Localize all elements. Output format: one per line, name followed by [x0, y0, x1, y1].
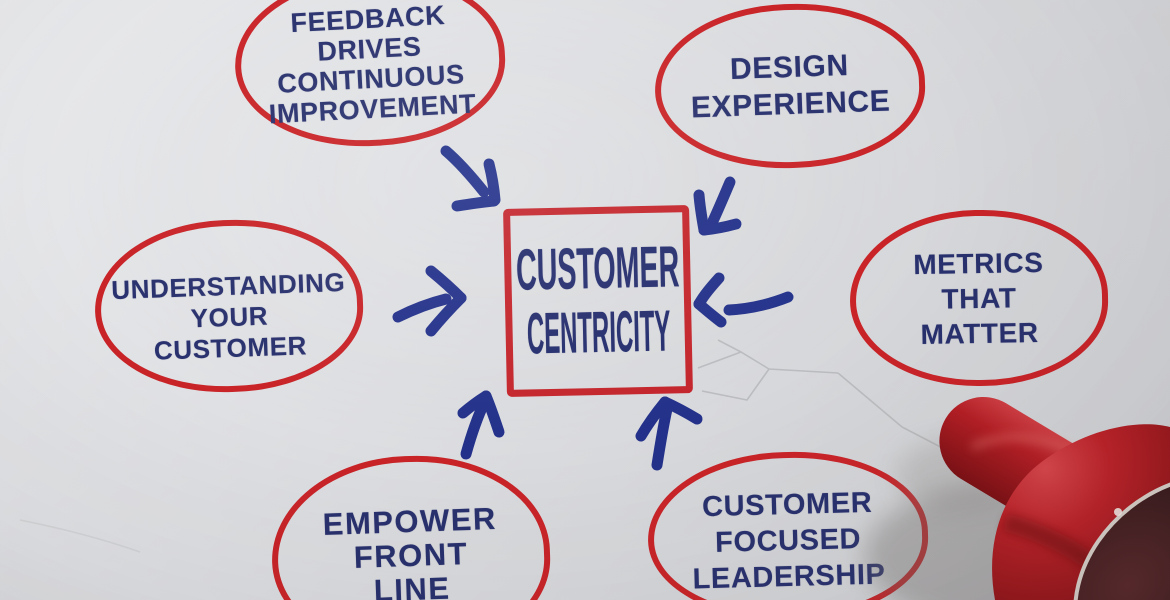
arrow-metrics-to-center: [693, 272, 794, 328]
mug-specular-highlight: [1114, 508, 1122, 516]
arrow-empower-to-center: [457, 390, 505, 460]
arrow-feedback-to-center: [440, 145, 501, 212]
arrow-design-to-center: [693, 176, 742, 236]
arrow-customer-focused-to-center: [635, 396, 703, 471]
arrow-understanding-to-center: [392, 265, 467, 337]
mug-interior: [1073, 473, 1170, 600]
